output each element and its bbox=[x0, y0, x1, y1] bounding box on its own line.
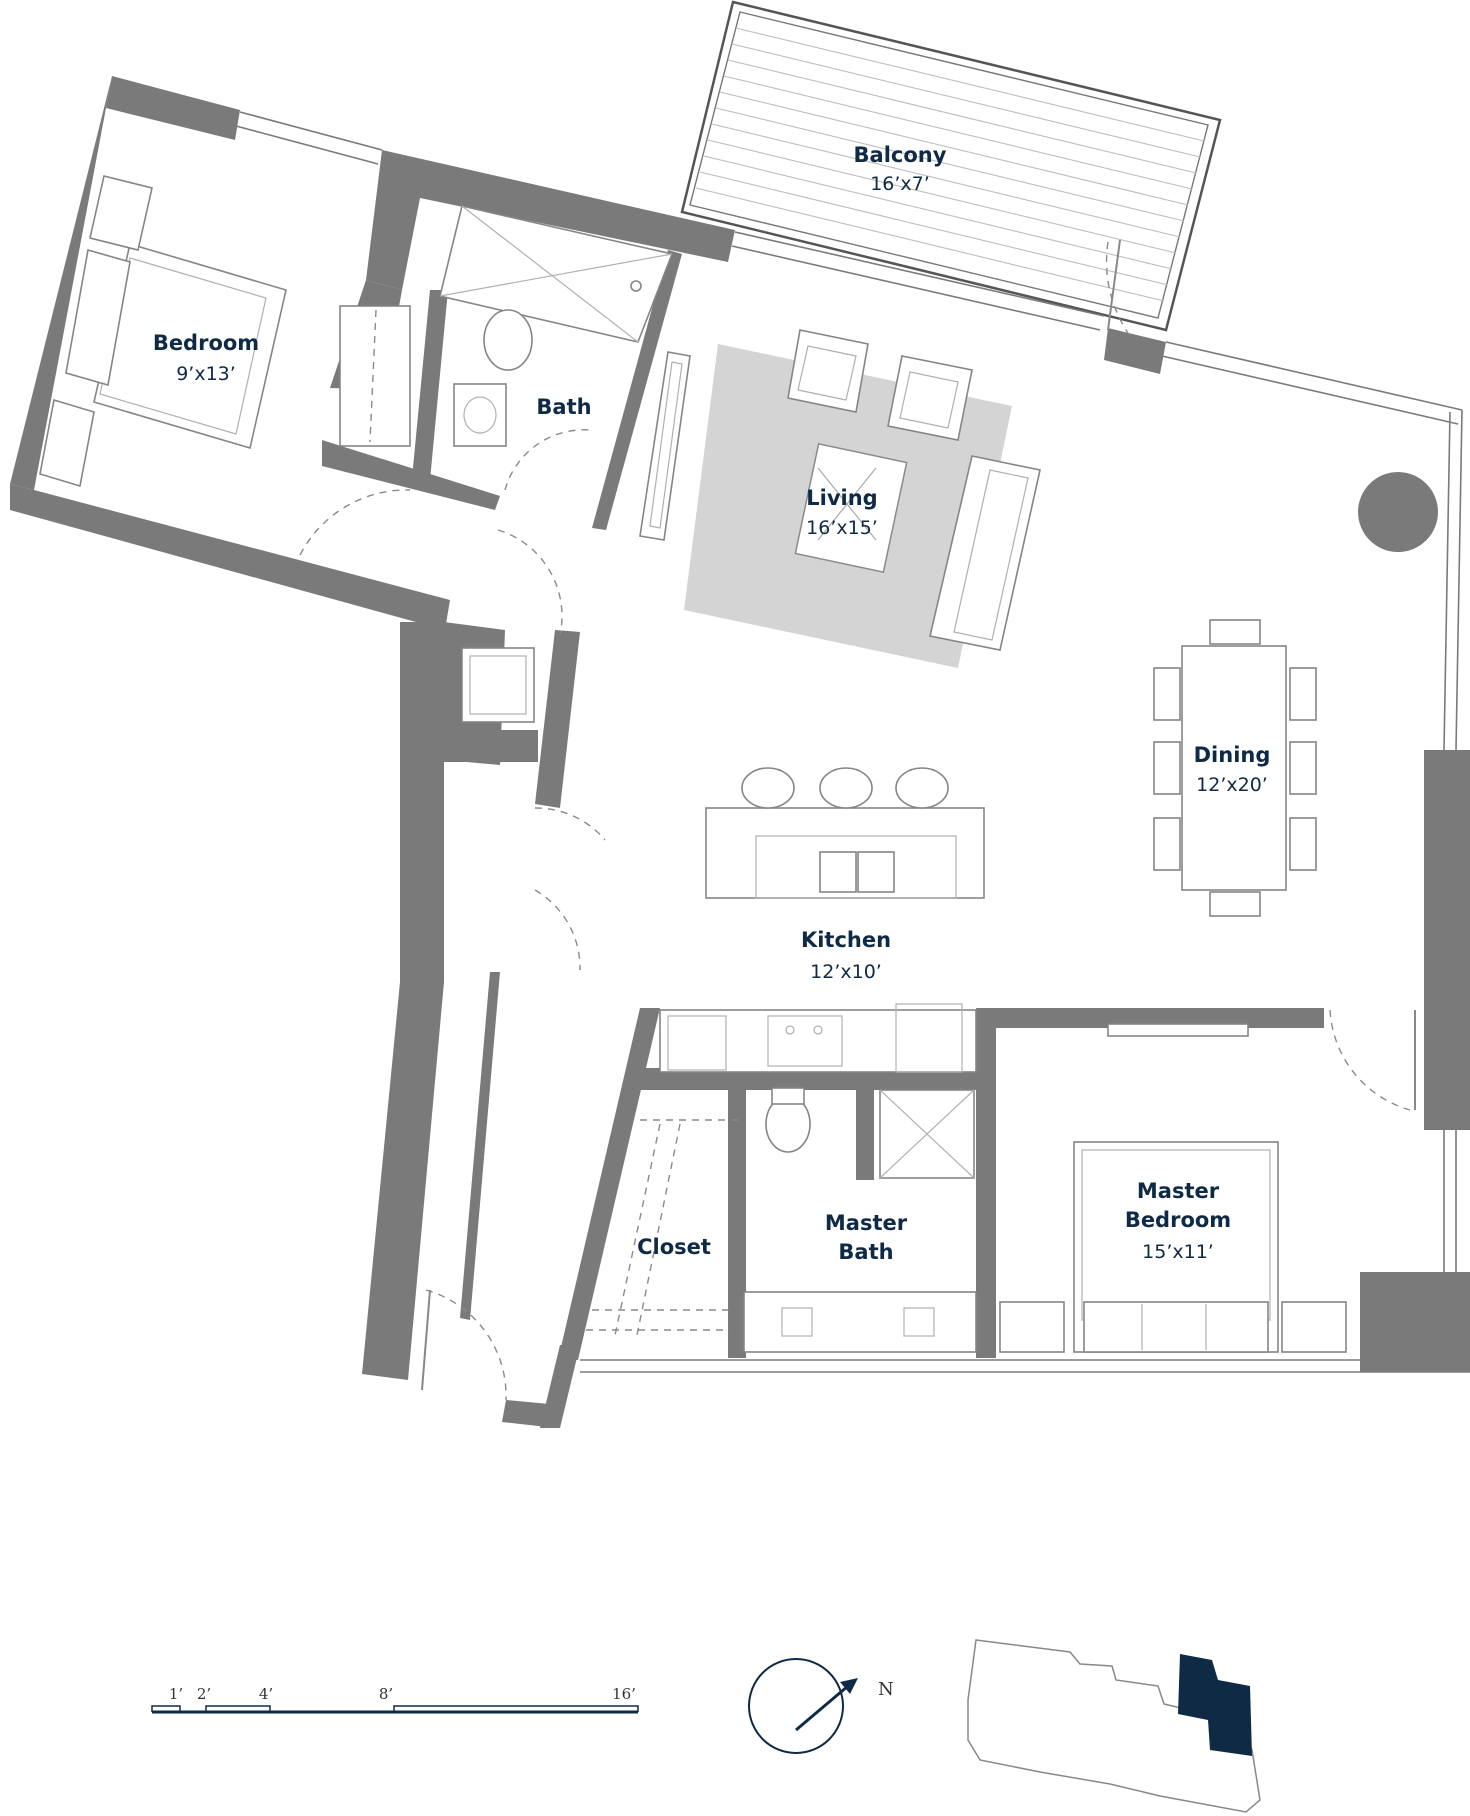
north-arrow-icon: N bbox=[748, 1658, 894, 1754]
master-bedroom-size: 15’x11’ bbox=[1142, 1241, 1214, 1263]
kitchen-size: 12’x10’ bbox=[810, 961, 882, 983]
bedroom-size: 9’x13’ bbox=[176, 363, 236, 385]
bath-label: Bath bbox=[536, 395, 591, 419]
master-bath-label-line2: Bath bbox=[838, 1240, 893, 1264]
bedroom-label: Bedroom bbox=[153, 331, 259, 355]
balcony-label: Balcony bbox=[854, 143, 947, 167]
bath-fixtures bbox=[339, 205, 674, 447]
entry-bench bbox=[461, 647, 535, 723]
scale-bar: 1’ 2’ 4’ 8’ 16’ bbox=[151, 1685, 639, 1714]
door-swings bbox=[299, 239, 1416, 1401]
closet-label: Closet bbox=[637, 1235, 711, 1259]
bedroom-bed bbox=[39, 175, 287, 488]
living-size: 16’x15’ bbox=[806, 517, 878, 539]
kitchen-counter bbox=[659, 1003, 977, 1073]
master-bed bbox=[999, 1023, 1347, 1353]
living-label: Living bbox=[806, 486, 877, 510]
scale-label-2: 2’ bbox=[197, 1685, 211, 1703]
dining-table bbox=[1153, 619, 1317, 917]
kitchen-island bbox=[705, 767, 985, 899]
north-label: N bbox=[878, 1679, 894, 1700]
scale-label-1: 1’ bbox=[169, 1685, 183, 1703]
closet-shelving bbox=[586, 1119, 740, 1341]
balcony-size: 16’x7’ bbox=[870, 173, 930, 195]
living-furniture bbox=[639, 329, 1041, 651]
kitchen-label: Kitchen bbox=[801, 928, 891, 952]
scale-label-16: 16’ bbox=[612, 1685, 636, 1703]
building-key-plan-icon bbox=[967, 1639, 1261, 1813]
balcony bbox=[680, 0, 1222, 332]
exterior-windows bbox=[235, 111, 1470, 1373]
scale-label-8: 8’ bbox=[379, 1685, 393, 1703]
master-bedroom-label-line2: Bedroom bbox=[1125, 1208, 1231, 1232]
room-labels: Balcony 16’x7’ Bedroom 9’x13’ Bath Livin… bbox=[153, 143, 1271, 1264]
scale-label-4: 4’ bbox=[259, 1685, 273, 1703]
master-bath-fixtures bbox=[743, 1087, 977, 1353]
coffee-table bbox=[794, 442, 908, 574]
dining-label: Dining bbox=[1194, 743, 1271, 767]
dining-size: 12’x20’ bbox=[1196, 774, 1268, 796]
master-bedroom-label-line1: Master bbox=[1137, 1179, 1220, 1203]
master-bath-label-line1: Master bbox=[825, 1211, 908, 1235]
